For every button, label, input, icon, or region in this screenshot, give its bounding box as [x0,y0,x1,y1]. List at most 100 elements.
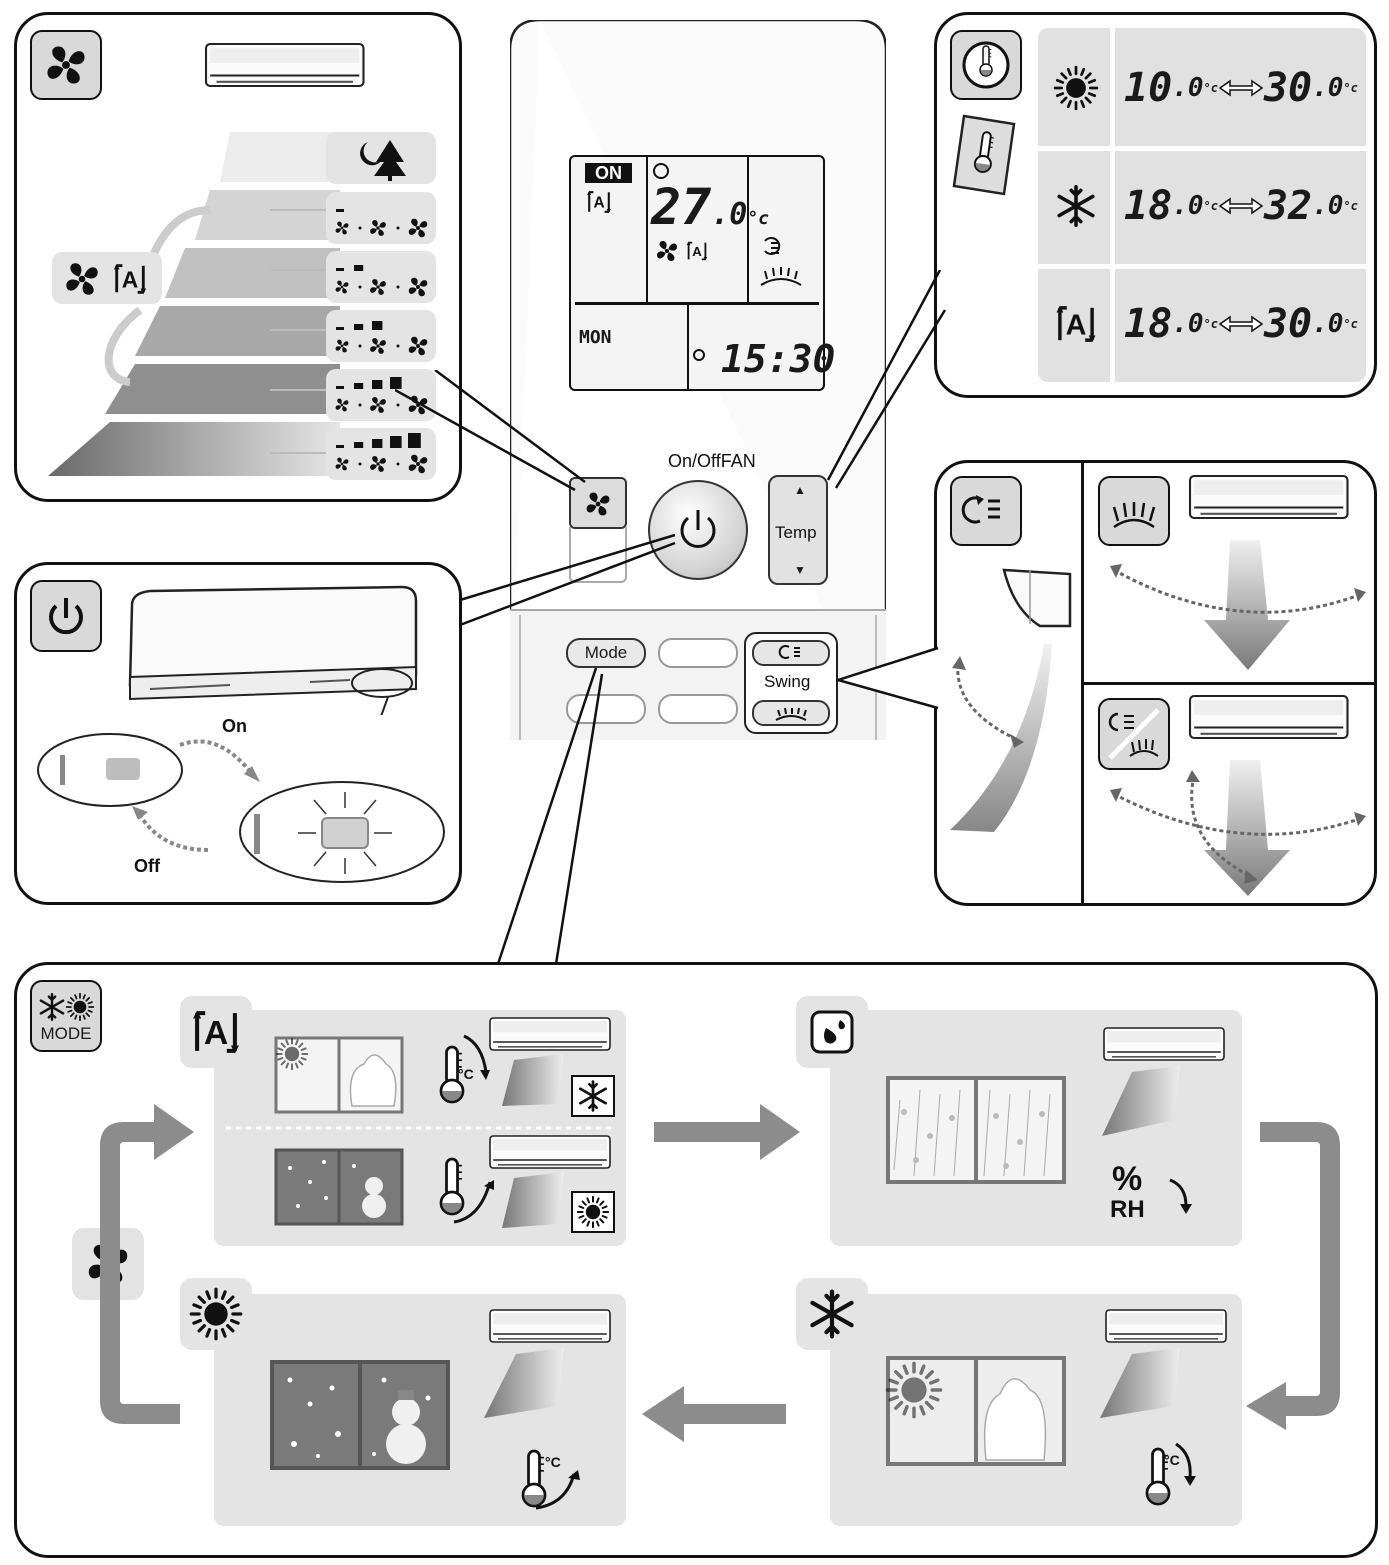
fan-speed-bars-icon [335,321,428,356]
power-panel-unit [128,585,418,715]
power-off-label: Off [134,856,160,876]
heat-mode-diagram [270,1309,611,1510]
fan-panel-unit [204,42,365,88]
temp-min-unit: °c [1203,81,1218,95]
swing-label: Swing [764,672,811,691]
vertical-swing-icon [961,495,1000,524]
fan-level-quiet [326,132,436,184]
temp-min-decimal: .0 [1172,73,1204,103]
vertical-swing-side-diagram [950,568,1072,832]
temp-min-value: 10 [1124,65,1173,111]
dry-rh-label: RH [1110,1196,1145,1223]
mode-callout-pointer [496,667,604,965]
fan-auto-icon: A [66,262,148,296]
snowflake-icon [1040,178,1112,234]
temp-min-value: 18 [1124,301,1173,347]
3d-swing-badge [1098,698,1170,770]
svg-text:A: A [204,1014,228,1052]
range-arrow-icon [1218,196,1264,216]
3d-swing-diagram [1110,694,1366,896]
dry-mode-diagram [886,1027,1225,1214]
temp-max-value: 30 [1263,65,1313,111]
power-button[interactable] [648,480,748,580]
temp-max-unit: °c [1343,199,1358,213]
svg-text:A: A [122,267,138,293]
thermometer-icon [962,41,1010,89]
fan-speed-bars-icon [335,265,428,297]
power-panel-badge [30,580,102,652]
power-icon [680,510,716,548]
fan-level-high [326,428,436,480]
cool-c-label: °C [1164,1452,1180,1468]
cool-mode-badge [796,1278,868,1350]
horizontal-swing-icon [1112,502,1156,529]
horizontal-swing-button[interactable] [752,700,830,726]
mode-label: Mode [584,643,628,662]
temp-down-icon[interactable]: ▼ [794,563,806,577]
lcd-temperature: 27.0°c [651,178,770,236]
dry-mode-badge [796,996,868,1068]
blank-button-1[interactable] [658,638,738,668]
dry-rh-percent: % [1112,1160,1143,1198]
mode-panel-badge: MODE [30,980,102,1052]
on-off-fan-label: On/OffFAN [668,451,756,471]
temp-table-divider [1110,28,1115,382]
cool-mode-diagram [885,1309,1227,1506]
fan-auto-indicator: A [52,252,162,304]
quiet-moon-tree-icon [360,140,406,181]
svg-text:A: A [692,244,702,259]
horizontal-swing-badge [1098,476,1170,546]
power-callout-pointer [459,533,676,627]
lcd-swing-icon [755,237,815,297]
heat-mode-badge [180,1278,252,1350]
blank-button-3[interactable] [658,694,738,724]
lcd-day: MON [579,327,612,348]
power-indicator-diagram [37,733,445,883]
temp-button[interactable]: ▲ Temp ▼ [768,475,828,585]
temp-max-decimal: .0 [1312,191,1344,221]
horizontal-swing-diagram [1110,474,1366,670]
fan-callout-pointer [395,370,586,492]
fan-speed-bars-icon [335,377,428,415]
dry-drop-icon [810,1010,854,1054]
lcd-fan-auto-icon: A [653,237,715,265]
sun-icon [1040,60,1112,116]
temp-max-unit: °c [1343,81,1358,95]
svg-text:A: A [593,195,604,212]
temp-label: Temp [775,523,817,542]
swing-callout-pointer [836,646,939,710]
mode-button[interactable]: Mode [566,638,646,668]
fan-button[interactable] [569,477,627,529]
temp-up-icon[interactable]: ▲ [794,483,806,497]
lcd-auto-icon: A [583,187,615,217]
fan-level-low [326,192,436,244]
temp-max-unit: °c [1343,317,1358,331]
swing-button-group: Swing [744,632,838,734]
fan-panel-badge [30,30,102,100]
lcd-time: 15:30 [721,337,836,381]
auto-mode-badge: A [180,996,252,1068]
temp-min-unit: °c [1203,317,1218,331]
fan-speed-bars-icon [335,433,428,474]
fan-speed-ramp [48,132,340,476]
temp-max-decimal: .0 [1312,309,1344,339]
lcd-on-badge: ON [585,163,632,183]
temp-min-unit: °c [1203,199,1218,213]
lcd-display: ON A 27.0°c A MON 15:30 [569,155,835,391]
thermometer-card-icon [952,114,1016,196]
swing-panel-badge [950,476,1022,546]
fan-icon [47,46,85,84]
lcd-sensor-icon [653,163,669,179]
mode-cycle-arrows [100,1104,1340,1442]
3d-swing-icon [1108,708,1160,760]
heat-c-label: °C [545,1454,561,1470]
auto-cool-c-label: °C [458,1066,474,1082]
temp-min-value: 18 [1124,183,1173,229]
vertical-swing-button[interactable] [752,640,830,666]
vertical-swing-icon [778,645,800,659]
temp-max-decimal: .0 [1312,73,1344,103]
power-on-label: On [222,716,247,736]
temp-callout-pointer [826,270,947,489]
